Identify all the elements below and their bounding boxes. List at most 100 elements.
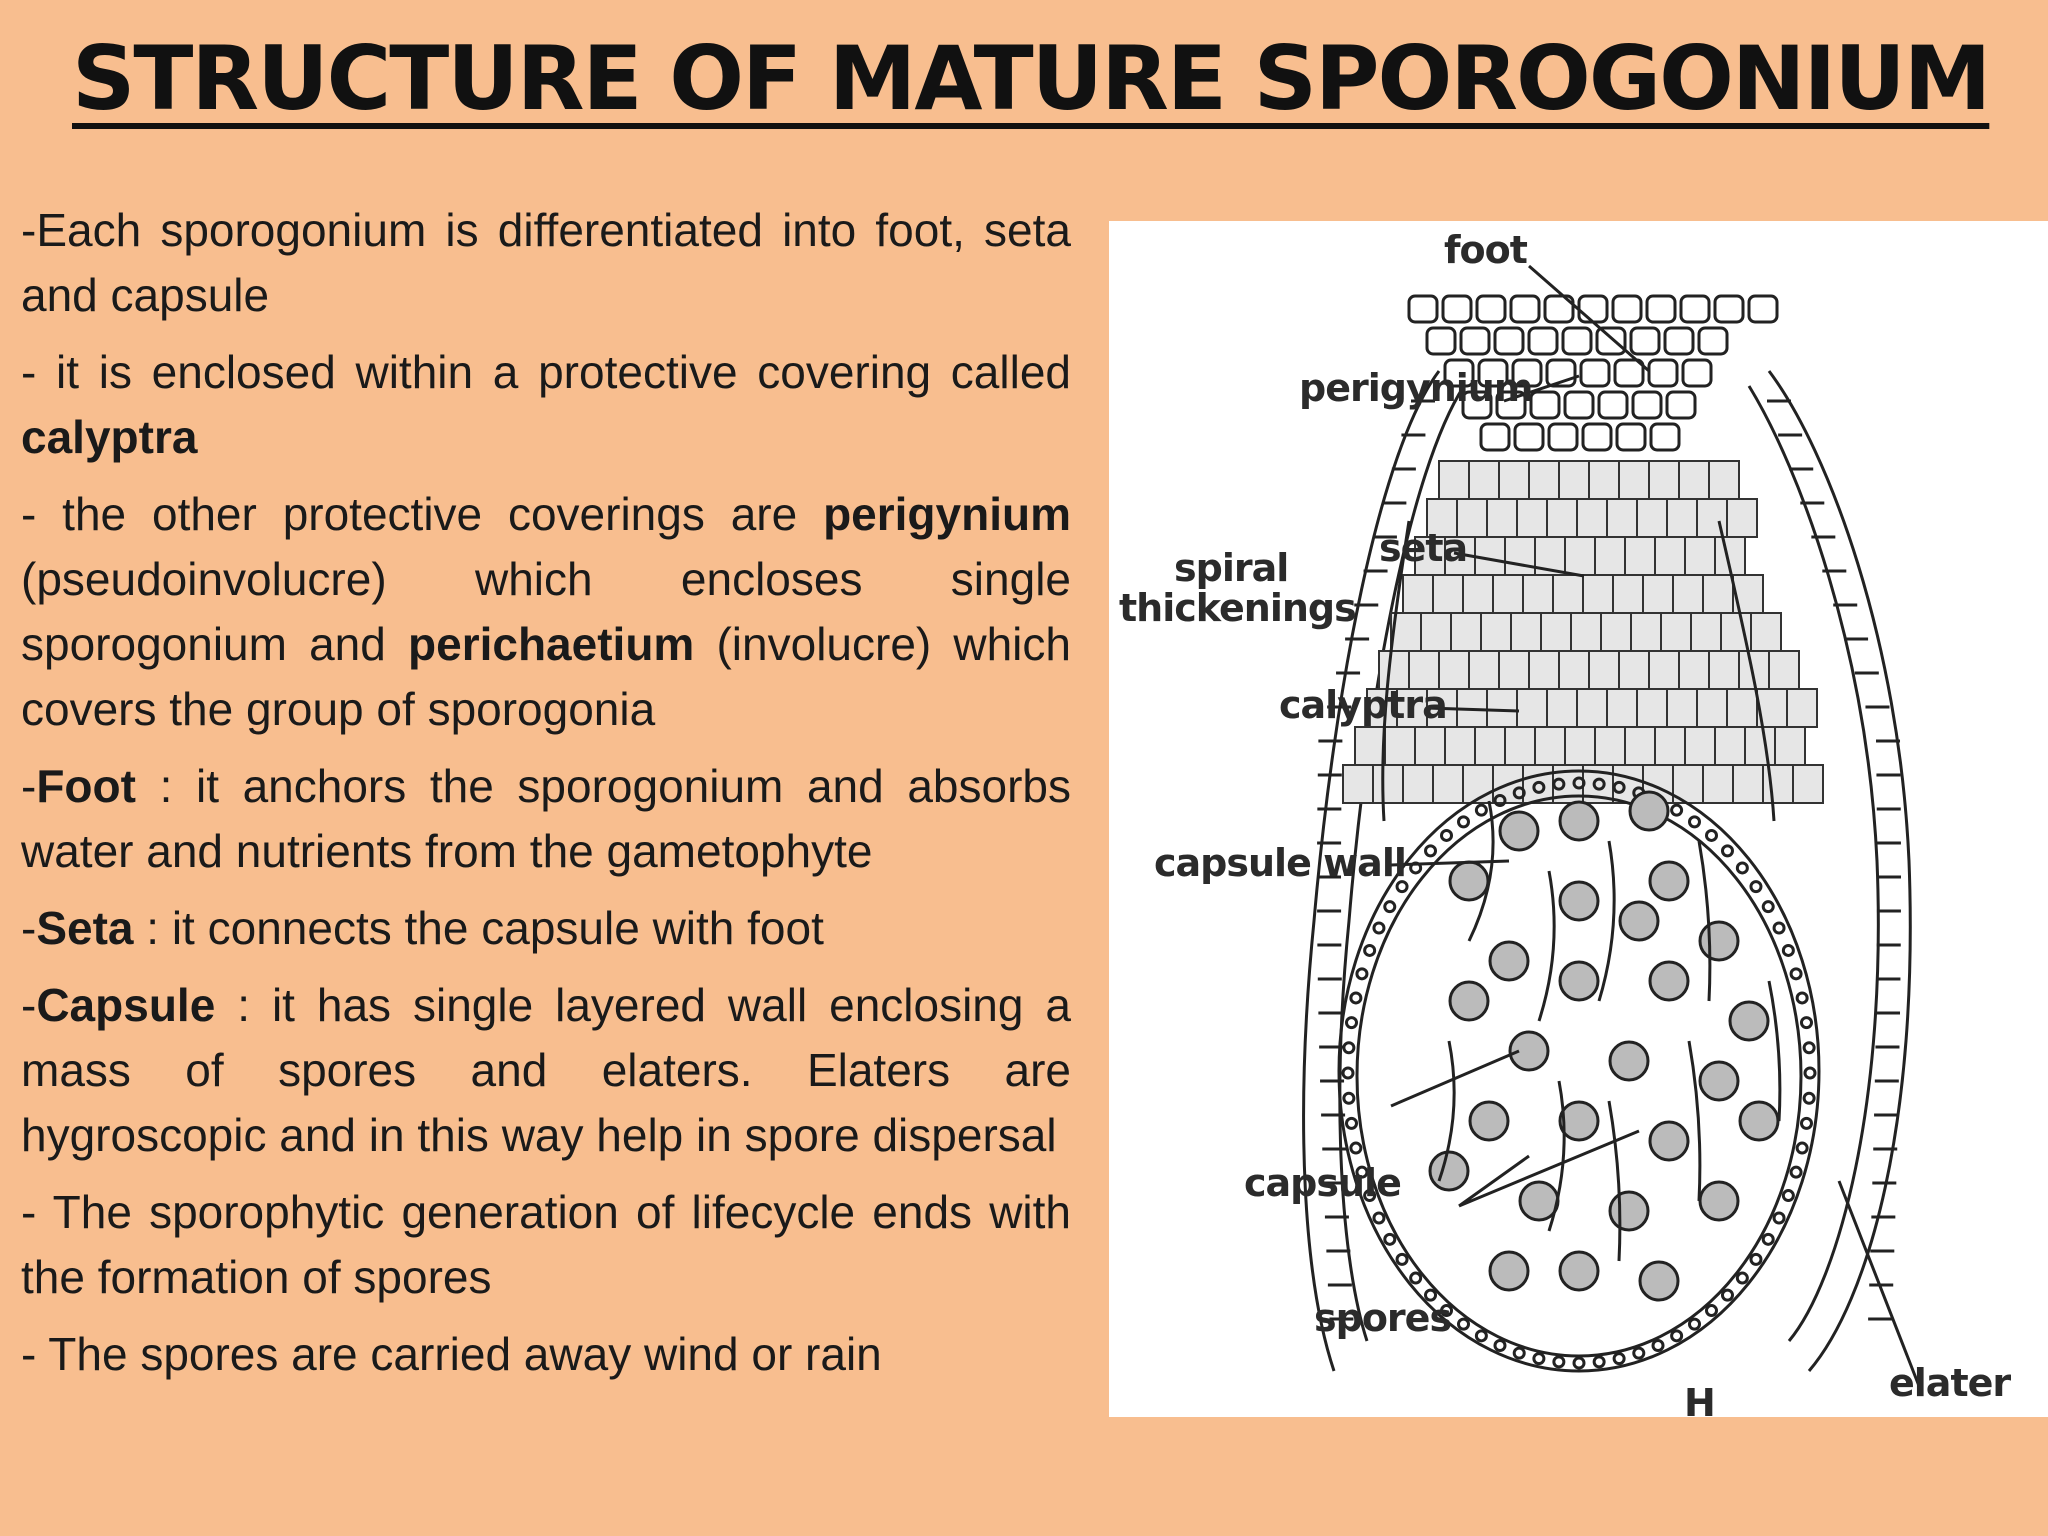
capsule-wall-cell [1651, 1339, 1665, 1353]
text-run: - [21, 979, 37, 1031]
seta-cell [1570, 612, 1602, 652]
label-perigynium: perigynium [1299, 366, 1532, 410]
body-text: -Each sporogonium is differentiated into… [21, 198, 1071, 1399]
capsule-wall-cell [1772, 1211, 1786, 1225]
seta-cell [1690, 612, 1722, 652]
capsule-wall-cell [1781, 1189, 1795, 1203]
label-seta: seta [1379, 526, 1467, 570]
paragraph: - The sporophytic generation of lifecycl… [21, 1180, 1071, 1310]
seta-leader [1453, 551, 1585, 578]
capsule-wall-cell [1552, 1355, 1566, 1369]
capsule-wall-cell [1704, 828, 1718, 842]
spore [1738, 1100, 1780, 1142]
label-foot: foot [1444, 228, 1528, 272]
capsule-wall-cell [1592, 777, 1606, 791]
capsule-wall-cell [1802, 1091, 1816, 1105]
seta-cell [1792, 764, 1824, 804]
capsule-wall-cell [1341, 1066, 1355, 1080]
capsule-leader [1390, 1049, 1520, 1108]
capsule-wall-cell [1457, 815, 1470, 829]
spore [1698, 1180, 1740, 1222]
foot-leader [1528, 264, 1650, 373]
seta-cell [1546, 688, 1578, 728]
seta-cell [1576, 498, 1608, 538]
capsule-wall-cell [1345, 1016, 1359, 1030]
seta-cell [1726, 688, 1758, 728]
seta-cell [1594, 536, 1626, 576]
spore [1448, 860, 1490, 902]
text-run: -Each sporogonium is differentiated into… [21, 204, 1071, 321]
seta-cell [1552, 574, 1584, 614]
spores-group [1428, 790, 1780, 1302]
text-run: (involucre) which covers the group of sp… [21, 618, 1071, 735]
foot-cell [1581, 422, 1613, 452]
seta-cell [1564, 536, 1596, 576]
foot-cell [1527, 326, 1559, 356]
seta-cell [1474, 536, 1506, 576]
capsule-wall-cell [1803, 1066, 1817, 1080]
seta-cell [1372, 764, 1404, 804]
spore [1698, 1060, 1740, 1102]
seta-cell [1516, 498, 1548, 538]
seta-cell [1588, 650, 1620, 690]
seta-cell [1624, 726, 1656, 766]
foot-cell [1543, 294, 1575, 324]
text-run: - [21, 760, 37, 812]
foot-cell [1459, 326, 1491, 356]
capsule-wall-cell [1592, 1355, 1606, 1369]
capsule-wall-cell [1781, 943, 1795, 957]
capsule-wall-cell [1761, 1232, 1775, 1246]
seta-cell [1408, 650, 1440, 690]
capsule-wall-cell [1632, 1346, 1646, 1360]
capsule-wall-cell [1363, 1189, 1377, 1203]
seta-cell [1492, 574, 1524, 614]
seta-cell [1702, 764, 1734, 804]
seta-cell [1528, 460, 1560, 500]
spore [1648, 1120, 1690, 1162]
foot-cell [1679, 294, 1711, 324]
capsule-wall-cell [1342, 1091, 1356, 1105]
capsule-wall-cell [1409, 1271, 1423, 1285]
elater [1467, 800, 1495, 942]
capsule-wall-cell [1457, 1317, 1470, 1331]
paragraph: - the other protective coverings are per… [21, 482, 1071, 742]
calyptra-leader [1426, 706, 1520, 713]
foot-cell [1665, 390, 1697, 420]
seta-cell [1702, 574, 1734, 614]
seta-cell [1732, 764, 1764, 804]
seta-cell [1606, 498, 1638, 538]
capsule-wall-cell [1612, 1352, 1626, 1366]
seta-cell [1516, 688, 1548, 728]
spore [1518, 1180, 1560, 1222]
capsule-wall-cells [1341, 776, 1817, 1370]
spore [1558, 960, 1600, 1002]
paragraph: - it is enclosed within a protective cov… [21, 340, 1071, 470]
seta-cell [1786, 688, 1818, 728]
capsule-wall-cell [1349, 991, 1363, 1005]
seta-cell [1480, 612, 1512, 652]
elater [1607, 1100, 1622, 1262]
seta-cell [1630, 612, 1662, 652]
capsule-wall-cell [1749, 880, 1763, 894]
text-run: - the other protective coverings are [21, 488, 824, 540]
spores-leader [1458, 1129, 1640, 1208]
capsule-wall-cell [1424, 844, 1438, 858]
capsule-wall-cell [1395, 1252, 1409, 1266]
foot-cell [1663, 326, 1695, 356]
capsule-wall-cell [1512, 1346, 1526, 1360]
foot-cell [1563, 390, 1595, 420]
bold-term: perigynium [823, 488, 1071, 540]
elater [1597, 840, 1616, 1002]
seta-cell [1768, 650, 1800, 690]
seta-cell [1414, 536, 1446, 576]
spore [1638, 1260, 1680, 1302]
text-run: (pseudoinvolucre) which encloses single … [21, 553, 1071, 670]
text-run: - [21, 902, 37, 954]
calyptra-outline [1381, 520, 1776, 822]
capsule-wall-cell [1424, 1288, 1438, 1302]
seta-cell [1648, 650, 1680, 690]
paragraph: - The spores are carried away wind or ra… [21, 1322, 1071, 1387]
capsule-wall-cell [1532, 780, 1546, 794]
spore [1558, 1250, 1600, 1292]
spore [1628, 790, 1670, 832]
